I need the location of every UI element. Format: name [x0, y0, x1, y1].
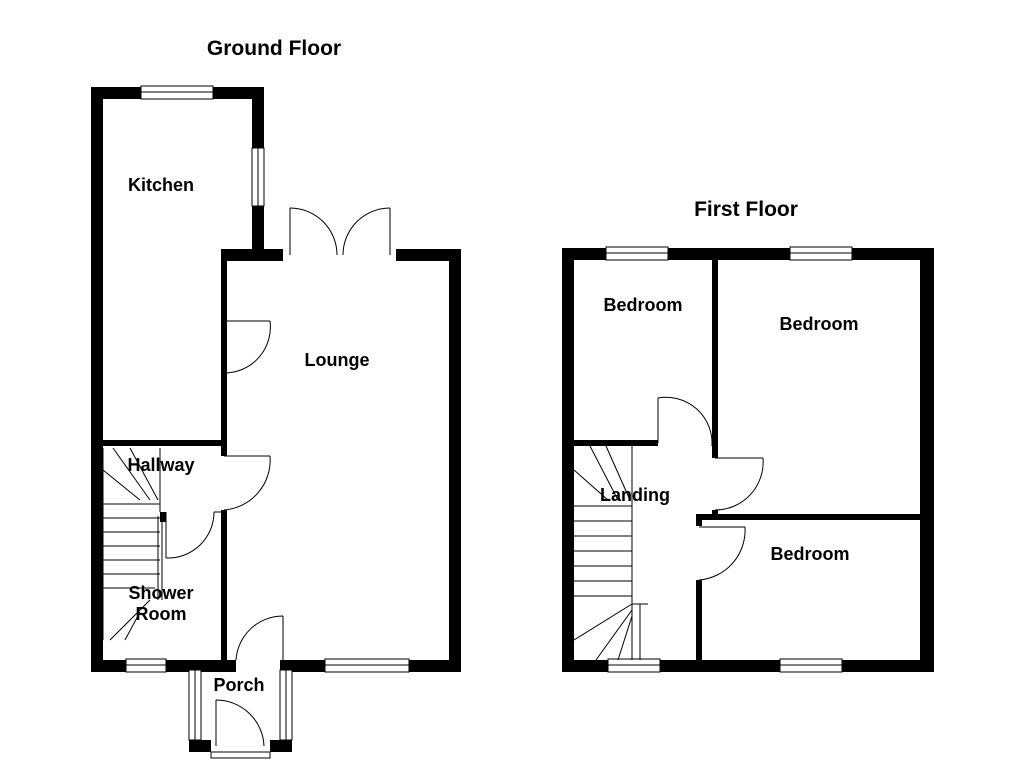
- porch-front-door: [210, 699, 271, 759]
- first-floor-wall-right: [920, 248, 934, 672]
- porch-wall-left-top: [189, 660, 201, 670]
- porch-wall-right-bottom: [270, 740, 292, 752]
- bedroom-lower-window: [779, 658, 843, 673]
- bedroom-right-label: Bedroom: [779, 314, 858, 334]
- shower-room-window: [125, 658, 167, 673]
- kitchen-wall-left: [91, 87, 103, 672]
- lounge-window-bottom: [324, 658, 410, 673]
- porch-wall-right-top: [280, 660, 292, 670]
- kitchen-label: Kitchen: [128, 175, 194, 195]
- kitchen-window-top: [140, 85, 214, 100]
- hallway-label: Hallway: [127, 455, 194, 475]
- shower-room-label-line2: Room: [136, 604, 187, 624]
- hallway-shower-partition: [160, 512, 166, 522]
- bedroom-right-door: [714, 457, 764, 511]
- porch-wall-left-bottom: [189, 740, 211, 752]
- first-floor-title: First Floor: [694, 198, 798, 221]
- first-floor: First Floor: [562, 198, 934, 673]
- porch-label: Porch: [213, 675, 264, 695]
- porch-inner-door: [235, 615, 284, 661]
- ground-floor-title: Ground Floor: [207, 37, 341, 60]
- bedroom-right-left-wall: [712, 446, 718, 458]
- shower-room-door: [165, 511, 222, 559]
- landing-label: Landing: [600, 485, 670, 505]
- bedroom-lower-door: [698, 526, 746, 581]
- lounge-hall-partition-upper: [221, 446, 227, 456]
- kitchen-lounge-partition: [221, 256, 227, 446]
- porch-window-left: [188, 669, 202, 741]
- bedroom-left-label: Bedroom: [603, 295, 682, 315]
- first-floor-stairs: [573, 445, 648, 661]
- bedroom-right-lower-left-wall: [712, 510, 718, 516]
- lounge-wall-top-right: [396, 249, 461, 261]
- kitchen-wall-bottom: [103, 440, 223, 446]
- first-floor-wall-left: [562, 248, 574, 672]
- hallway-lounge-door: [223, 455, 271, 511]
- lounge-wall-right: [449, 249, 461, 672]
- lounge-wall-top-left: [221, 249, 283, 261]
- bedroom-right-window: [789, 246, 853, 261]
- landing-window: [607, 658, 661, 673]
- lounge-hall-partition-lower: [221, 510, 227, 672]
- bedroom-lower-wall-top: [696, 514, 920, 520]
- bedroom-divider: [712, 260, 718, 446]
- bedroom-lower-wall-left-bottom: [696, 580, 702, 660]
- french-doors: [289, 207, 391, 256]
- ground-floor-stairs: [102, 447, 163, 641]
- shower-room-label-line1: Shower: [128, 583, 193, 603]
- porch-window-right: [279, 669, 293, 741]
- bedroom-lower-wall-left-top: [696, 514, 702, 526]
- kitchen-lounge-door: [223, 320, 271, 374]
- kitchen-window-side: [251, 147, 265, 207]
- ground-floor: Ground Floor: [91, 37, 461, 759]
- bedroom-lower-label: Bedroom: [770, 544, 849, 564]
- lounge-label: Lounge: [305, 350, 370, 370]
- bedroom-left-window: [605, 246, 669, 261]
- bedroom-left-wall-bottom: [574, 440, 658, 446]
- bedroom-left-door: [657, 396, 713, 447]
